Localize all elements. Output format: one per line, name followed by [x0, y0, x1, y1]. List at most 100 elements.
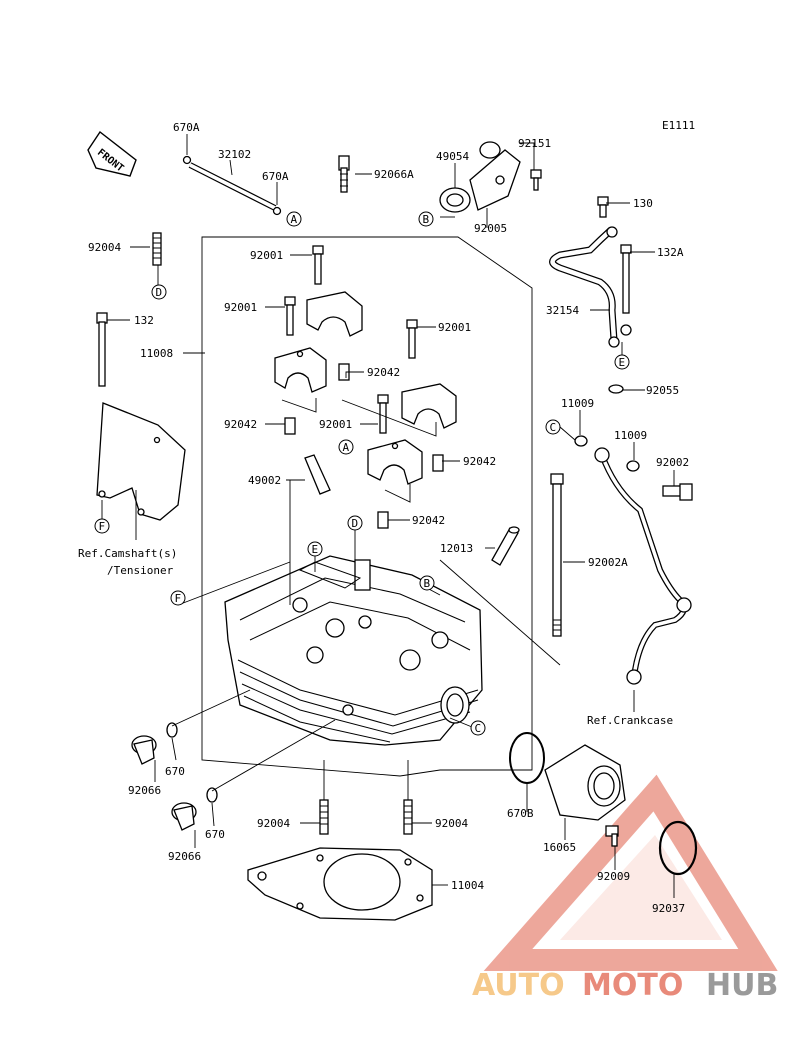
label-32102: 32102	[218, 148, 251, 161]
label-92042-4: 92042	[412, 514, 445, 527]
callout-c-1-text: C	[550, 421, 557, 434]
label-92002a: 92002A	[588, 556, 628, 569]
label-ref-camshaft: Ref.Camshaft(s)	[78, 547, 177, 560]
part-130-bolt	[597, 196, 609, 218]
callout-f-2-text: F	[175, 592, 182, 605]
label-670-2: 670	[205, 828, 225, 841]
watermark-part2: MOTO	[582, 968, 683, 1003]
label-92001-4: 92001	[319, 418, 352, 431]
callout-a-2-text: A	[343, 441, 350, 454]
callout-b-1: B	[418, 211, 434, 227]
label-92009: 92009	[597, 870, 630, 883]
part-11004-gasket	[247, 847, 433, 921]
label-130: 130	[633, 197, 653, 210]
part-32154-oil-pipe	[549, 226, 632, 348]
label-670a-1: 670A	[173, 121, 200, 134]
callout-f-1: F	[94, 518, 110, 534]
label-11009-1: 11009	[561, 397, 594, 410]
callout-d-1: D	[151, 284, 167, 300]
label-92004-bl: 92004	[257, 817, 290, 830]
callout-f-2: F	[170, 590, 186, 606]
label-11009-2: 11009	[614, 429, 647, 442]
watermark-part3: HUB	[706, 968, 778, 1003]
part-oil-hose	[594, 447, 692, 685]
label-670a-2: 670A	[262, 170, 289, 183]
label-92001-1: 92001	[250, 249, 283, 262]
part-92001-bolt-1	[312, 245, 324, 285]
label-92066a: 92066A	[374, 168, 414, 181]
part-92004-stud-bottom-left	[319, 799, 329, 835]
label-92055: 92055	[646, 384, 679, 397]
label-11004: 11004	[451, 879, 484, 892]
part-92009-screw	[605, 825, 619, 847]
part-92042-dowel-4	[377, 511, 389, 529]
part-49054-water-outlet	[439, 141, 521, 213]
part-11009-washer-1	[574, 435, 588, 447]
part-32102-tube	[182, 155, 282, 216]
part-49002-sleeve	[304, 454, 331, 495]
part-670-oring-2	[206, 787, 218, 803]
callout-e-2-text: E	[312, 543, 319, 556]
part-92002-bolt	[662, 483, 693, 501]
callout-a-2: A	[338, 439, 354, 455]
watermark-triangle	[483, 774, 778, 971]
callout-a-1: A	[286, 211, 302, 227]
label-92037: 92037	[652, 902, 685, 915]
callout-e-1-text: E	[619, 356, 626, 369]
part-670b-oring	[509, 732, 545, 784]
part-92001-bolt-3	[406, 319, 418, 359]
callout-f-1-text: F	[99, 520, 106, 533]
cylinder-head-outline-box	[201, 236, 533, 777]
part-92042-dowel-2	[284, 417, 296, 435]
label-92151: 92151	[518, 137, 551, 150]
callout-c-2: C	[470, 720, 486, 736]
label-92001-3: 92001	[438, 321, 471, 334]
front-arrow-icon: FRONT	[87, 130, 137, 177]
part-labels: 670A 32102 670A 92066A 49054 92151 92005…	[78, 121, 689, 915]
part-92066a-sensor	[338, 155, 350, 193]
label-670b: 670B	[507, 807, 534, 820]
callout-b-2: B	[419, 575, 435, 591]
part-92151-bolt	[530, 169, 542, 191]
part-92001-bolt-4	[377, 394, 389, 434]
leader-lines	[101, 134, 675, 898]
part-chain-guide-plate	[96, 402, 186, 521]
callout-d-2: D	[347, 515, 363, 531]
label-92066-2: 92066	[168, 850, 201, 863]
callout-e-1: E	[614, 354, 630, 370]
part-92055-oring	[608, 384, 624, 394]
part-92004-stud-top	[152, 232, 162, 266]
part-16065-intake-holder	[544, 744, 626, 821]
part-camshaft-cap-1	[306, 291, 363, 337]
label-92066-1: 92066	[128, 784, 161, 797]
callout-a-1-text: A	[291, 213, 298, 226]
label-92042-2: 92042	[224, 418, 257, 431]
part-11008-cylinder-head	[224, 555, 483, 746]
label-132a: 132A	[657, 246, 684, 259]
part-92042-dowel-3	[432, 454, 444, 472]
label-132: 132	[134, 314, 154, 327]
label-92004-br: 92004	[435, 817, 468, 830]
label-16065: 16065	[543, 841, 576, 854]
callout-b-2-text: B	[424, 577, 431, 590]
part-92066-plug-2	[171, 802, 197, 831]
label-92005: 92005	[474, 222, 507, 235]
part-132a-bolt	[620, 244, 632, 314]
part-11009-washer-2	[626, 460, 640, 472]
callout-d-1-text: D	[156, 286, 163, 299]
label-49002: 49002	[248, 474, 281, 487]
watermark-part1: AUTO	[472, 968, 565, 1003]
part-132-long-bolt	[96, 312, 108, 387]
part-92066-plug-1	[131, 735, 157, 765]
part-camshaft-cap-3	[401, 383, 457, 429]
part-92004-stud-bottom-right	[403, 799, 413, 835]
label-11008: 11008	[140, 347, 173, 360]
part-camshaft-cap-4	[367, 439, 423, 485]
part-92037-clamp	[658, 820, 698, 876]
label-32154: 32154	[546, 304, 579, 317]
callout-d-2-text: D	[352, 517, 359, 530]
label-92001-2: 92001	[224, 301, 257, 314]
label-92004-top: 92004	[88, 241, 121, 254]
part-92002a-long-stud	[550, 473, 564, 637]
